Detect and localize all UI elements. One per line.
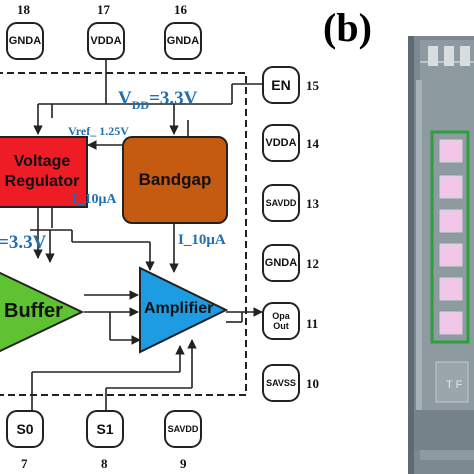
pin-vdda-14: VDDA (262, 124, 300, 162)
bandgap-block: Bandgap (122, 136, 228, 224)
chip-boundary (0, 72, 247, 396)
vref-annotation: Vref_ 1.25V (68, 124, 129, 138)
svg-text:T F: T F (446, 379, 463, 391)
pin-savss-10: SAVSS (262, 364, 300, 402)
pin-number-16: 16 (174, 2, 187, 17)
pin-number-9: 9 (180, 456, 187, 471)
pin-savdd-9: SAVDD (164, 410, 202, 448)
pin-number-11: 11 (306, 316, 319, 331)
vdd-annotation: VDD=3.3V (118, 88, 198, 112)
amplifier-label: Amplifier (144, 300, 214, 317)
pin-s1-8: S1 (86, 410, 124, 448)
pin-savdd-13: SAVDD (262, 184, 300, 222)
voltage-regulator-block: Voltage Regulator (0, 136, 88, 208)
pin-number-13: 13 (306, 196, 319, 211)
panel-label: (b) (323, 5, 372, 50)
pin-number-15: 15 (306, 78, 319, 93)
pin-number-12: 12 (306, 256, 319, 271)
regulator-current-annotation: I_10μA (72, 192, 117, 207)
pin-number-14: 14 (306, 136, 319, 151)
pin-en-15: EN (262, 66, 300, 104)
pin-gnda-16: GNDA (164, 22, 202, 60)
pin-gnda-18: GNDA (6, 22, 44, 60)
pin-number-7: 7 (21, 456, 28, 471)
pin-number-10: 10 (306, 376, 319, 391)
pin-s0-7: S0 (6, 410, 44, 448)
die-highlight (430, 130, 470, 344)
pin-number-18: 18 (17, 2, 30, 17)
pin-gnda-12: GNDA (262, 244, 300, 282)
pin-vdda-17: VDDA (87, 22, 125, 60)
pin-number-8: 8 (101, 456, 108, 471)
left-voltage-annotation: =3.3V (0, 232, 47, 253)
pin-opa-out-11: Opa Out (262, 302, 300, 340)
pin-number-17: 17 (97, 2, 110, 17)
bandgap-current-annotation: I_10μA (178, 232, 226, 248)
amplifier-shape (139, 266, 229, 354)
buffer-label: Buffer (4, 300, 63, 322)
buffer-shape (0, 271, 85, 353)
